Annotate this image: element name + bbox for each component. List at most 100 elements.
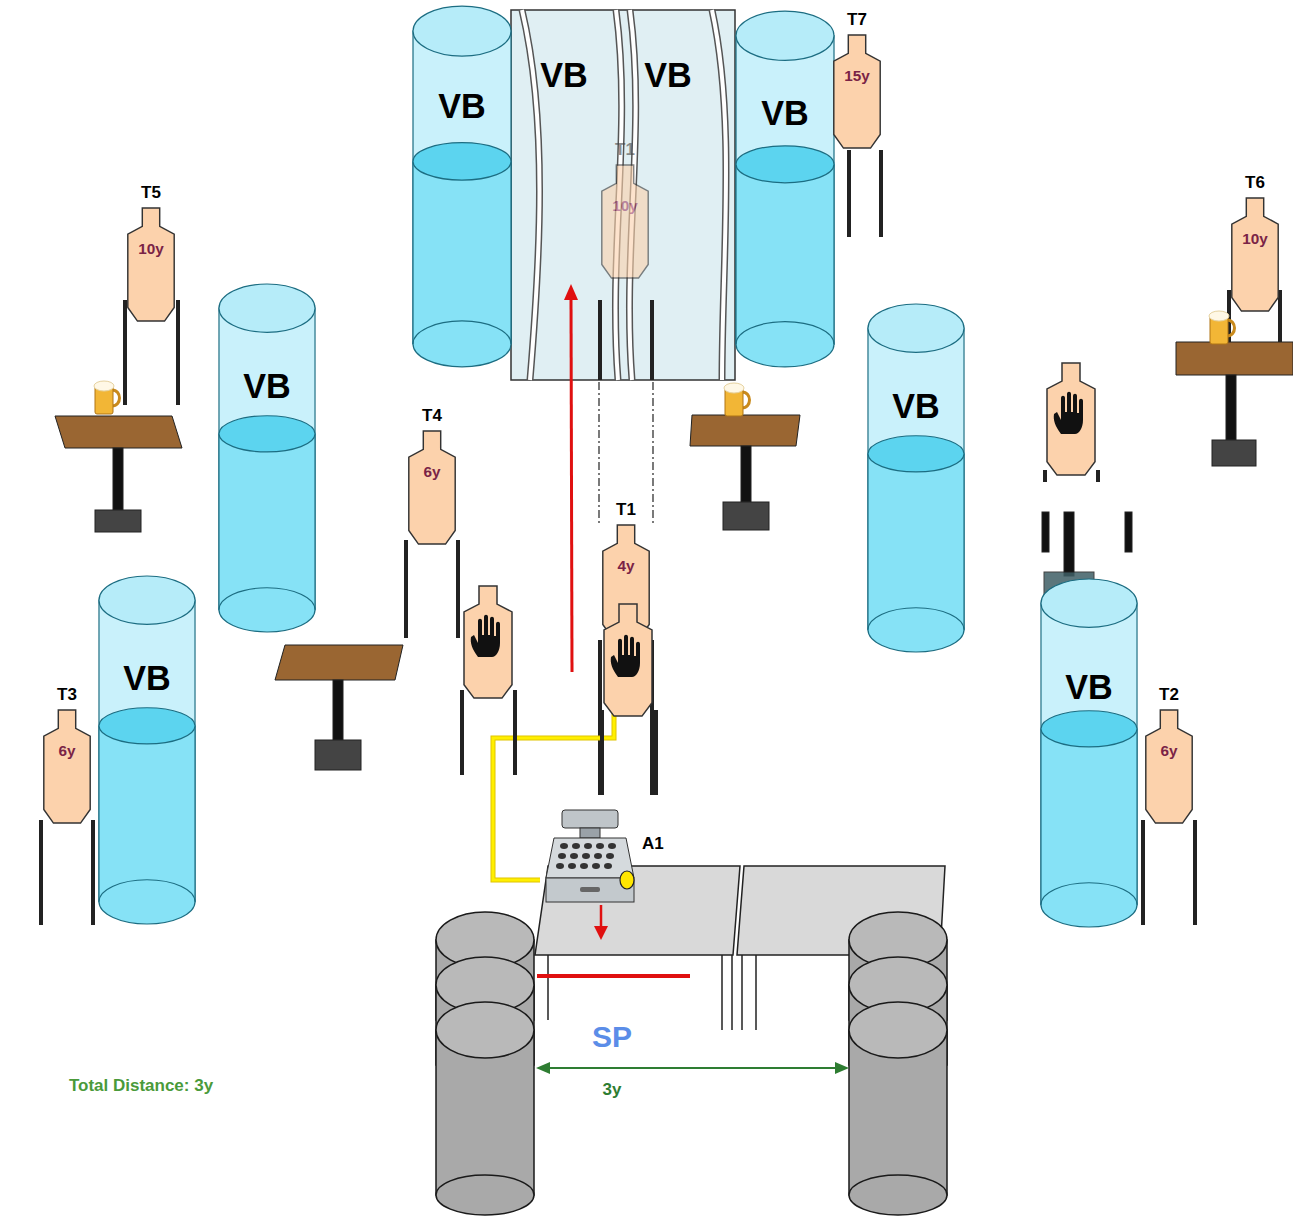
no-shoot-target-part xyxy=(462,470,1098,795)
no-shoot-target-part xyxy=(611,635,640,677)
register-key xyxy=(558,853,566,859)
target-outline xyxy=(602,165,648,278)
target-legs-part xyxy=(1193,820,1197,925)
shoot-target: T14y xyxy=(597,500,655,640)
barrel-bottom xyxy=(413,321,511,367)
barrier-label: VB xyxy=(735,94,835,133)
barrel-side xyxy=(412,161,413,343)
target-name: T1 xyxy=(586,140,664,160)
barrel-shape xyxy=(1040,578,1138,930)
bar-table-part xyxy=(1064,512,1074,576)
register-key xyxy=(594,853,602,859)
register-key xyxy=(592,863,600,869)
target-distance: 10y xyxy=(596,197,654,215)
water-surface xyxy=(868,436,964,472)
beer-mug-part xyxy=(94,381,120,414)
barrel-body xyxy=(413,31,511,344)
gray-barrel-part xyxy=(436,1002,534,1058)
register-key xyxy=(584,843,592,849)
activator-register: A1 xyxy=(540,808,640,905)
barrel-side xyxy=(98,726,99,902)
barrel-body xyxy=(1041,603,1137,905)
dimension-arrow-part xyxy=(835,1062,849,1074)
register-key xyxy=(582,853,590,859)
water-surface xyxy=(219,416,315,452)
start-position-label: SP xyxy=(592,1020,632,1054)
dimension-arrow xyxy=(536,1062,849,1074)
barrel-side xyxy=(1040,729,1041,905)
vision-barrier-curtain xyxy=(511,10,735,380)
target-shape xyxy=(403,430,461,546)
target-distance: 6y xyxy=(1140,742,1198,760)
bar-table-part xyxy=(1226,375,1236,440)
no-shoot-target-part xyxy=(1047,363,1095,475)
shoot-target: T110y xyxy=(596,140,654,280)
target-name: T2 xyxy=(1130,685,1208,705)
barrel-water xyxy=(413,161,511,343)
water-barrel: VB xyxy=(735,10,835,370)
target-shape xyxy=(828,34,886,150)
water-surface xyxy=(1041,711,1137,747)
bar-table-part xyxy=(690,415,800,446)
vision-barrier-curtain-part-part xyxy=(712,10,726,380)
barrel-water xyxy=(1041,729,1137,905)
barrel-water xyxy=(219,434,315,610)
water-barrel: VB xyxy=(98,575,196,927)
drawer-handle xyxy=(580,887,600,892)
target-legs-part xyxy=(456,540,460,638)
cash-register xyxy=(540,808,640,905)
no-shoot-target-part xyxy=(604,604,652,716)
target-shape xyxy=(596,164,654,280)
start-markers-part xyxy=(571,298,572,672)
barrier-label: VB xyxy=(622,56,714,95)
no-shoot-target-part-part xyxy=(1096,470,1100,482)
sight-line-part xyxy=(598,382,599,524)
water-barrel: VB xyxy=(412,5,512,370)
target-legs-part xyxy=(1141,820,1145,925)
target-legs-part xyxy=(879,150,883,237)
target-shape xyxy=(1226,197,1284,313)
target-legs-part xyxy=(176,300,180,405)
water-barrel: VB xyxy=(867,303,965,655)
start-markers-part xyxy=(594,926,608,940)
target-legs-part xyxy=(598,640,602,795)
barrel-bottom xyxy=(1041,883,1137,927)
gray-barrel xyxy=(436,912,947,1215)
bar-table-part xyxy=(741,446,751,502)
register-key xyxy=(560,843,568,849)
counter-table-part xyxy=(721,955,723,1030)
target-legs-part xyxy=(1278,290,1282,350)
target-name: T4 xyxy=(393,406,471,426)
barrel-side xyxy=(194,726,195,902)
barrier-label: VB xyxy=(518,56,610,95)
target-name: T5 xyxy=(112,183,190,203)
target-name: T6 xyxy=(1216,173,1293,193)
target-legs-part xyxy=(123,300,127,405)
curtain-panel: VB xyxy=(518,52,610,108)
barrel-body xyxy=(99,600,195,902)
target-shape xyxy=(122,207,180,323)
barrier-label: VB xyxy=(867,387,965,426)
barrel-shape xyxy=(98,575,196,927)
curtain-panel: VB xyxy=(622,52,714,108)
barrel-water xyxy=(99,726,195,902)
no-shoot-target-part-part xyxy=(513,690,517,775)
register-key xyxy=(568,863,576,869)
water-surface xyxy=(736,146,834,183)
water-barrel: VB xyxy=(1040,578,1138,930)
barrier-label: VB xyxy=(1040,668,1138,707)
activator-dot xyxy=(620,871,634,889)
no-shoot-target xyxy=(462,363,1098,795)
barrel-top xyxy=(1041,579,1137,627)
start-markers-part xyxy=(537,974,690,978)
barrel-side xyxy=(963,454,964,630)
register-key xyxy=(580,863,588,869)
shoot-target: T26y xyxy=(1140,685,1198,825)
counter-table-part xyxy=(755,955,757,1030)
register-key xyxy=(572,843,580,849)
barrel-water xyxy=(868,454,964,630)
register-key xyxy=(570,853,578,859)
no-shoot-target-part xyxy=(464,586,512,698)
target-legs-part xyxy=(91,820,95,925)
